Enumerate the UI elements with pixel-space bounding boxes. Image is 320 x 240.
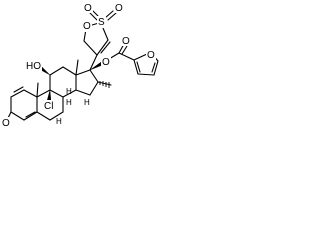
hydrogen-c7-label: H — [56, 117, 62, 126]
hydrogen-c8-label: H — [66, 98, 72, 107]
hydrogen-c14-label: H — [84, 98, 90, 107]
chemical-structure: O S O O O O O HO O Cl H H H H — [1, 2, 159, 129]
atom-labels: O S O O O O O HO O Cl H H H H — [1, 2, 156, 129]
ketone-oxygen-label: O — [2, 118, 10, 129]
carbonyl-oxygen-label: O — [122, 36, 130, 47]
sulfonyl-oxygen-right-label: O — [115, 3, 123, 14]
chlorine-label: Cl — [44, 101, 53, 112]
hydrogen-c9-label: H — [66, 87, 72, 96]
hydroxyl-label: HO — [26, 61, 41, 72]
furan-oxygen-label: O — [147, 50, 155, 61]
sulfonyl-oxygen-left-label: O — [84, 3, 92, 14]
ester-oxygen-label: O — [102, 57, 110, 68]
ring-oxygen-label: O — [83, 21, 91, 32]
sulfur-label: S — [98, 17, 105, 28]
